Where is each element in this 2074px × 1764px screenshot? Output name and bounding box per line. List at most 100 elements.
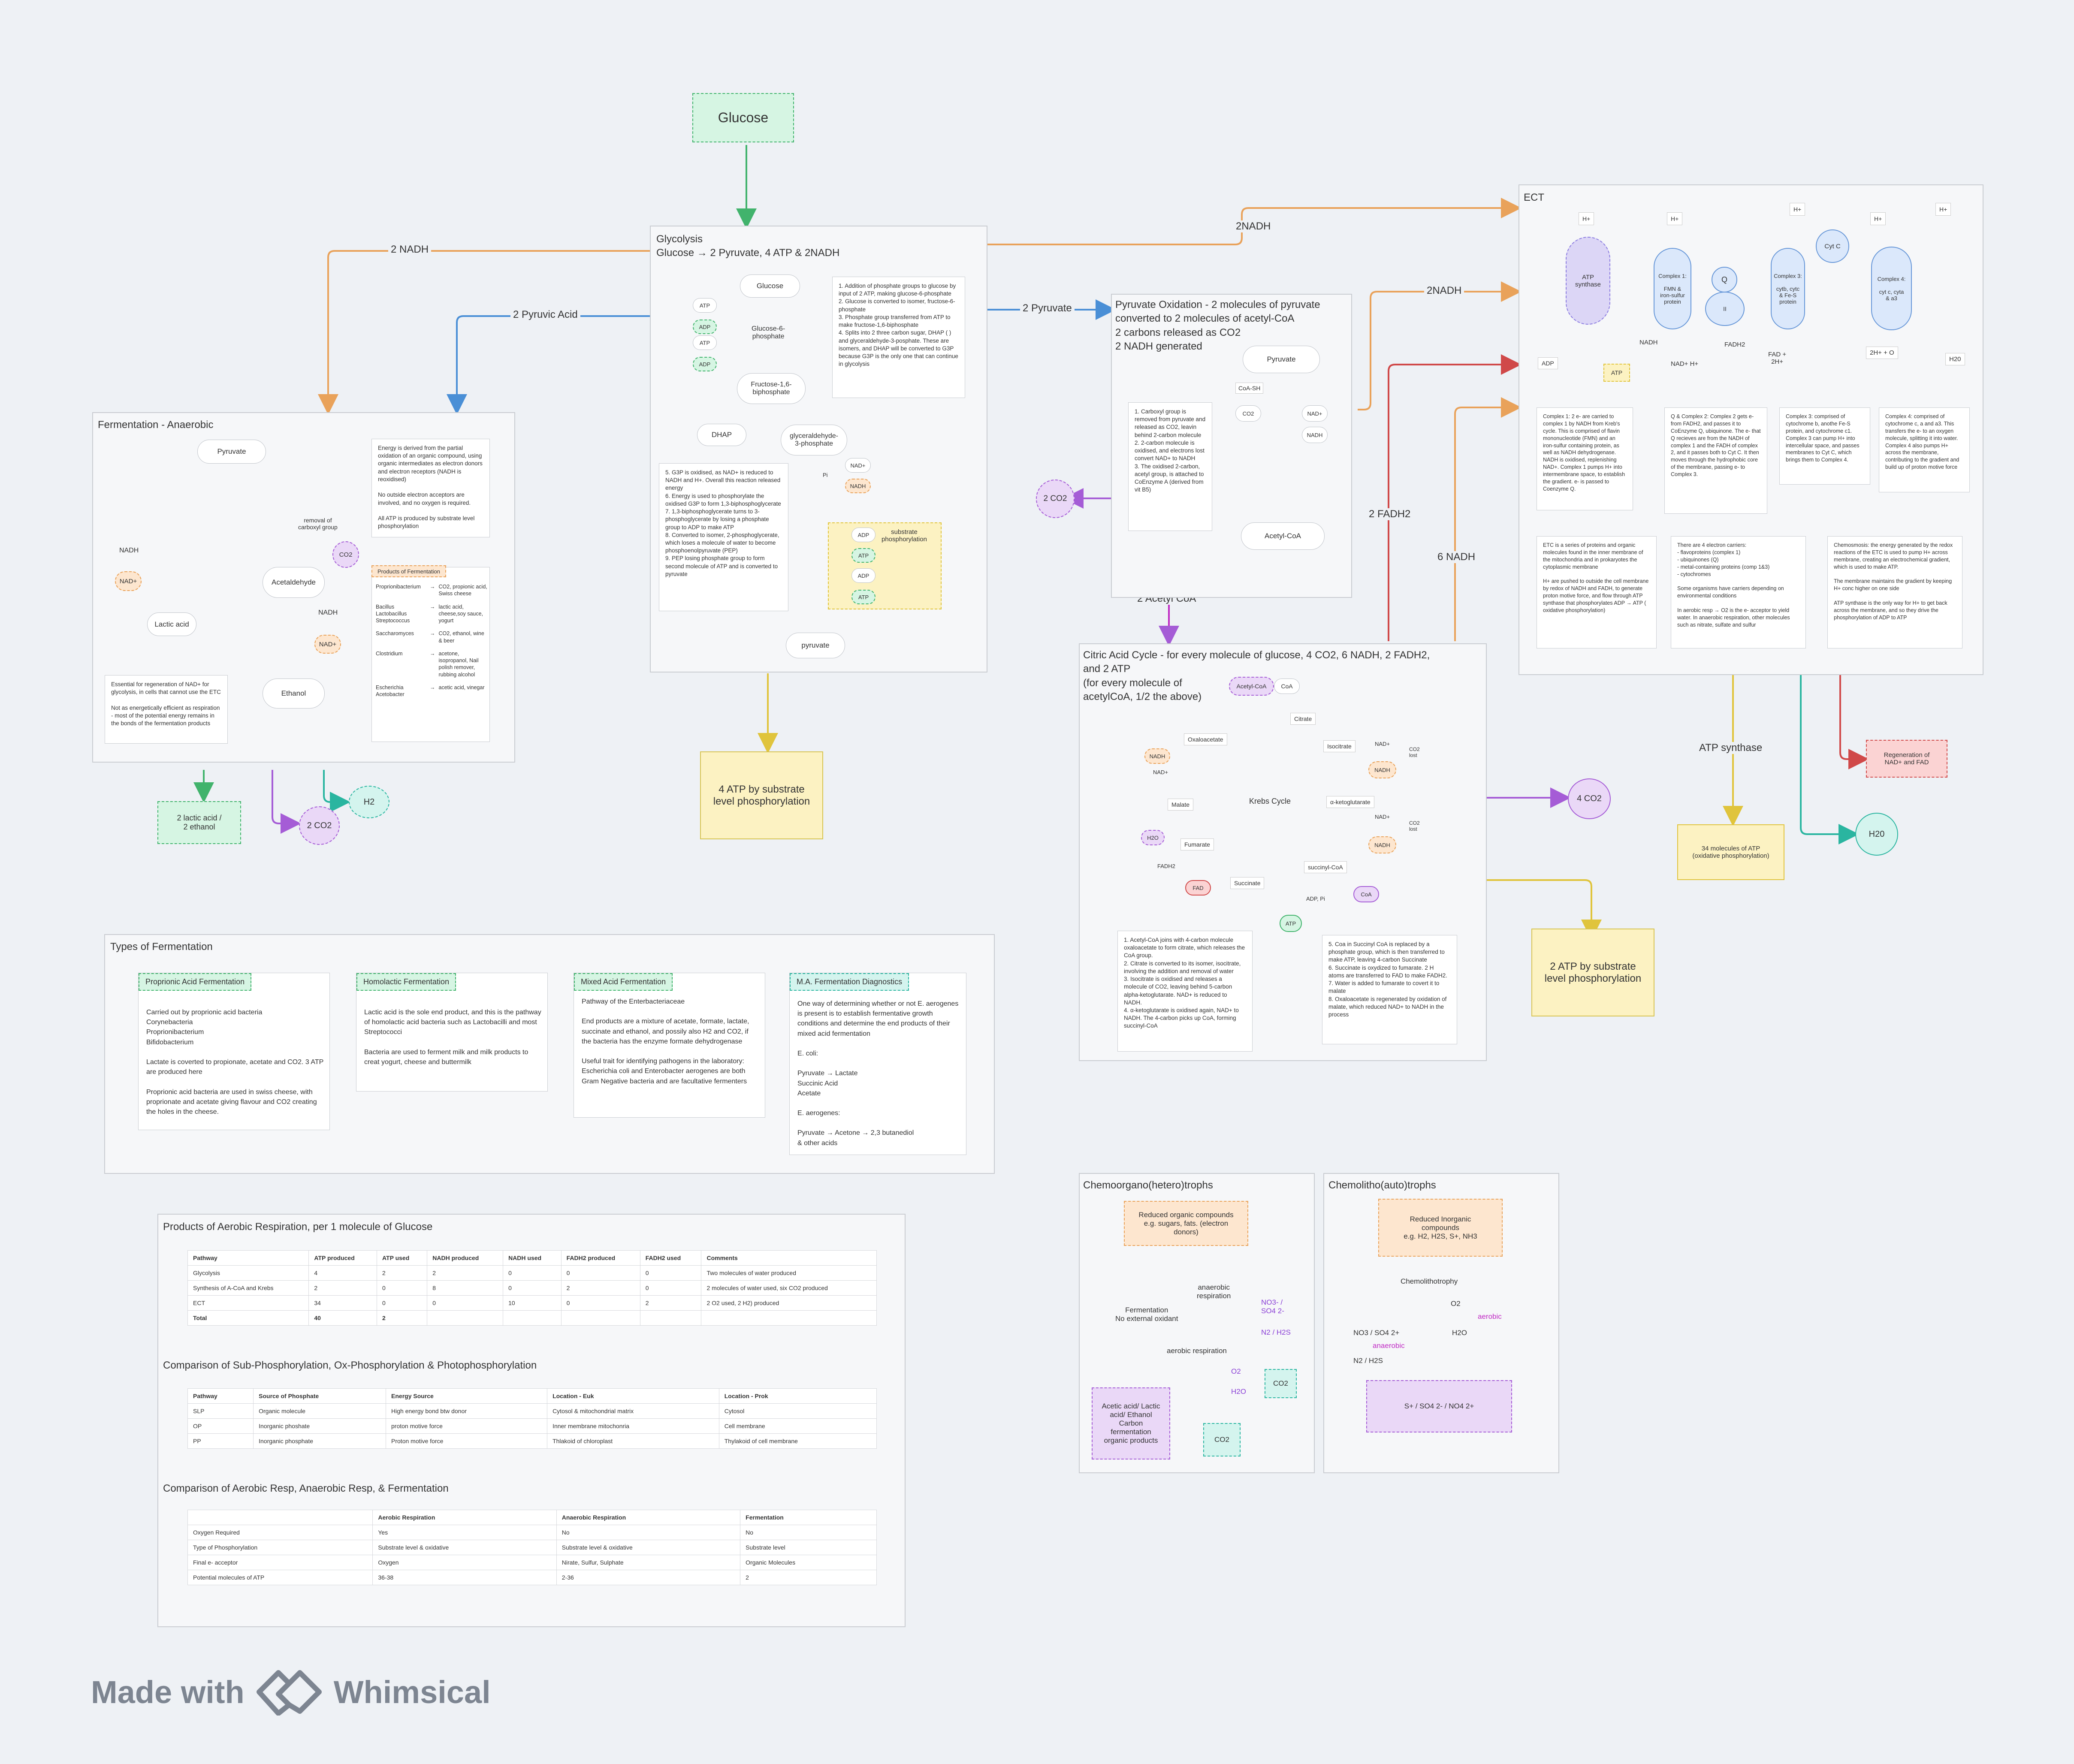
table-cell: Substrate level & oxidative xyxy=(372,1540,557,1555)
pyruvate-ox-note: 1. Carboxyl group is removed from pyruva… xyxy=(1128,402,1212,531)
complex-3-node[interactable]: Complex 3: cytb, cytc & Fe-S protein xyxy=(1771,248,1805,329)
product-result: CO2, propionic acid, Swiss cheese xyxy=(438,584,487,597)
etc-h2o-output[interactable]: H20 xyxy=(1855,813,1898,856)
glycolysis-pyruvate[interactable]: pyruvate xyxy=(786,633,845,658)
table-cell: 2 molecules of water used, six CO2 produ… xyxy=(701,1280,877,1296)
table-header-cell: Comments xyxy=(701,1250,877,1266)
krebs-nad-3: NAD+ xyxy=(1375,814,1390,820)
chemolith-n2: N2 / H2S xyxy=(1353,1357,1383,1365)
fermentation-nad-node-2: NAD+ xyxy=(314,635,341,654)
glucose-6-phosphate-label: Glucose-6- phosphate xyxy=(752,325,785,340)
table-cell: 2 xyxy=(640,1295,702,1311)
adp-input-a: ADP xyxy=(851,528,875,542)
fermentation-pyruvate[interactable]: Pyruvate xyxy=(197,440,266,464)
krebs-fadh2: FADH2 xyxy=(1157,863,1175,869)
krebs-2atp-output[interactable]: 2 ATP by substrate level phosphorylation xyxy=(1531,929,1654,1016)
succinyl-coa-node[interactable]: succinyl-CoA xyxy=(1304,861,1347,873)
citrate-node[interactable]: Citrate xyxy=(1290,713,1316,725)
alpha-ketoglutarate-node[interactable]: α-ketoglutarate xyxy=(1326,796,1374,808)
chemoorg-co2-b[interactable]: CO2 xyxy=(1203,1423,1241,1456)
glucose-node[interactable]: Glucose xyxy=(692,93,794,142)
complex-1-node[interactable]: Complex 1: FMN & iron-sulfur protein xyxy=(1654,248,1691,329)
chemolith-aerobic: aerobic xyxy=(1478,1312,1502,1321)
acetaldehyde-node[interactable]: Acetaldehyde xyxy=(263,567,325,598)
complex-2-node[interactable]: II xyxy=(1705,292,1745,326)
table-cell: 10 xyxy=(503,1295,562,1311)
table-header-cell: Source of Phosphate xyxy=(253,1388,386,1404)
succinate-node[interactable]: Succinate xyxy=(1230,877,1265,889)
etc-chemiosmosis-note: Chemosmosis: the energy generated by the… xyxy=(1827,536,1962,648)
table-cell: 0 xyxy=(503,1280,562,1296)
atp-synthase-node[interactable]: ATP synthase xyxy=(1566,237,1610,325)
acetyl-coa-node[interactable]: Acetyl-CoA xyxy=(1241,522,1325,550)
g3p-node[interactable]: glyceraldehyde- 3-phosphate xyxy=(781,425,847,455)
table-cell xyxy=(427,1310,504,1326)
diagnostics-card: M.A. Fermentation Diagnostics One way of… xyxy=(789,973,966,1155)
lactic-acid-node[interactable]: Lactic acid xyxy=(147,612,196,636)
chemolith-label: Chemolithotrophy xyxy=(1401,1277,1458,1286)
homolactic-card: Homolactic Fermentation Lactic acid is t… xyxy=(356,973,548,1092)
krebs-4co2-output[interactable]: 4 CO2 xyxy=(1568,778,1611,819)
chemoorg-reduced[interactable]: Reduced organic compounds e.g. sugars, f… xyxy=(1124,1201,1248,1246)
table-1-title: Products of Aerobic Respiration, per 1 m… xyxy=(163,1221,433,1233)
edge-label-2nadh-top: 2NADH xyxy=(1233,220,1274,232)
table-cell: 2 xyxy=(561,1280,640,1296)
ethanol-node[interactable]: Ethanol xyxy=(263,678,325,709)
oxaloacetate-node[interactable]: Oxaloacetate xyxy=(1184,733,1227,745)
chemoorg-products[interactable]: Acetic acid/ Lactic acid/ Ethanol Carbon… xyxy=(1092,1387,1170,1459)
cyt-c-node[interactable]: Cyt C xyxy=(1816,229,1849,263)
dhap-node[interactable]: DHAP xyxy=(697,424,746,446)
etc-fad: FAD + 2H+ xyxy=(1768,351,1787,365)
fermentation-2co2-output[interactable]: 2 CO2 xyxy=(299,806,340,845)
table-cell: Two molecules of water produced xyxy=(701,1265,877,1281)
chemoorg-o2: O2 xyxy=(1231,1367,1241,1375)
complex-4-node[interactable]: Complex 4: cyt c, cyta & a3 xyxy=(1871,247,1912,330)
table-header-cell: Location - Euk xyxy=(547,1388,719,1404)
pyruvate-ox-2co2-output[interactable]: 2 CO2 xyxy=(1036,479,1075,518)
fermentation-energy-note: Energy is derived from the partial oxida… xyxy=(371,439,490,537)
table-cell: Inorganic phoshate xyxy=(253,1418,386,1434)
regeneration-output[interactable]: Regeneration of NAD+ and FAD xyxy=(1866,740,1947,778)
table-cell: 2 xyxy=(308,1280,377,1296)
made-with-text: Made with xyxy=(91,1674,245,1710)
krebs-acetyl-coa[interactable]: Acetyl-CoA xyxy=(1229,677,1274,696)
table-cell: 8 xyxy=(427,1280,504,1296)
mixed-acid-header: Mixed Acid Fermentation xyxy=(574,973,673,991)
fermentation-nad-node: NAD+ xyxy=(115,571,142,591)
table-cell: Substrate level xyxy=(740,1540,877,1555)
chemolith-anaerobic: anaerobic xyxy=(1373,1342,1405,1350)
arrow-icon: → xyxy=(430,630,435,637)
product-organism: Saccharomyces xyxy=(376,630,414,637)
coenzyme-q-node[interactable]: Q xyxy=(1712,267,1737,292)
glycolysis-atp-output[interactable]: 4 ATP by substrate level phosphorylation xyxy=(700,751,823,839)
krebs-cycle-center: Krebs Cycle xyxy=(1249,797,1291,805)
etc-34-atp-output[interactable]: 34 molecules of ATP (oxidative phosphory… xyxy=(1677,824,1784,880)
etc-complex-3-note: Complex 3: comprised of cytochrome b, an… xyxy=(1779,407,1870,485)
chemoorg-co2-a[interactable]: CO2 xyxy=(1265,1369,1297,1398)
homolactic-header: Homolactic Fermentation xyxy=(356,973,456,991)
glycolysis-glucose[interactable]: Glucose xyxy=(740,274,800,298)
isocitrate-node[interactable]: Isocitrate xyxy=(1323,740,1355,752)
fructose-bisphosphate[interactable]: Fructose-1,6- biphosphate xyxy=(737,373,806,404)
fumarate-node[interactable]: Fumarate xyxy=(1180,838,1214,850)
pyruvate-ox-pyruvate[interactable]: Pyruvate xyxy=(1243,346,1320,373)
h2-output[interactable]: H2 xyxy=(349,786,389,818)
atp-output-b: ATP xyxy=(851,590,875,604)
edge-label-2-pyruvate: 2 Pyruvate xyxy=(1020,302,1075,314)
malate-node[interactable]: Malate xyxy=(1168,799,1194,811)
mixed-acid-card: Mixed Acid Fermentation Pathway of the E… xyxy=(574,973,765,1118)
chemolith-reduced[interactable]: Reduced Inorganic compounds e.g. H2, H2S… xyxy=(1378,1199,1503,1257)
chemolith-output[interactable]: S+ / SO4 2- / NO4 2+ xyxy=(1366,1380,1512,1432)
table-header-cell: ATP produced xyxy=(308,1250,377,1266)
krebs-nad-1: NAD+ xyxy=(1153,769,1168,775)
lactic-ethanol-output[interactable]: 2 lactic acid / 2 ethanol xyxy=(157,801,241,844)
adp-output-1: ADP xyxy=(693,320,717,334)
glycolysis-title: Glycolysis Glucose → 2 Pyruvate, 4 ATP &… xyxy=(656,233,840,259)
product-row: Proprionibacterium→CO2, propionic acid, … xyxy=(376,583,487,597)
krebs-title: Citric Acid Cycle - for every molecule o… xyxy=(1083,649,1430,703)
table-cell: 2 xyxy=(376,1310,428,1326)
